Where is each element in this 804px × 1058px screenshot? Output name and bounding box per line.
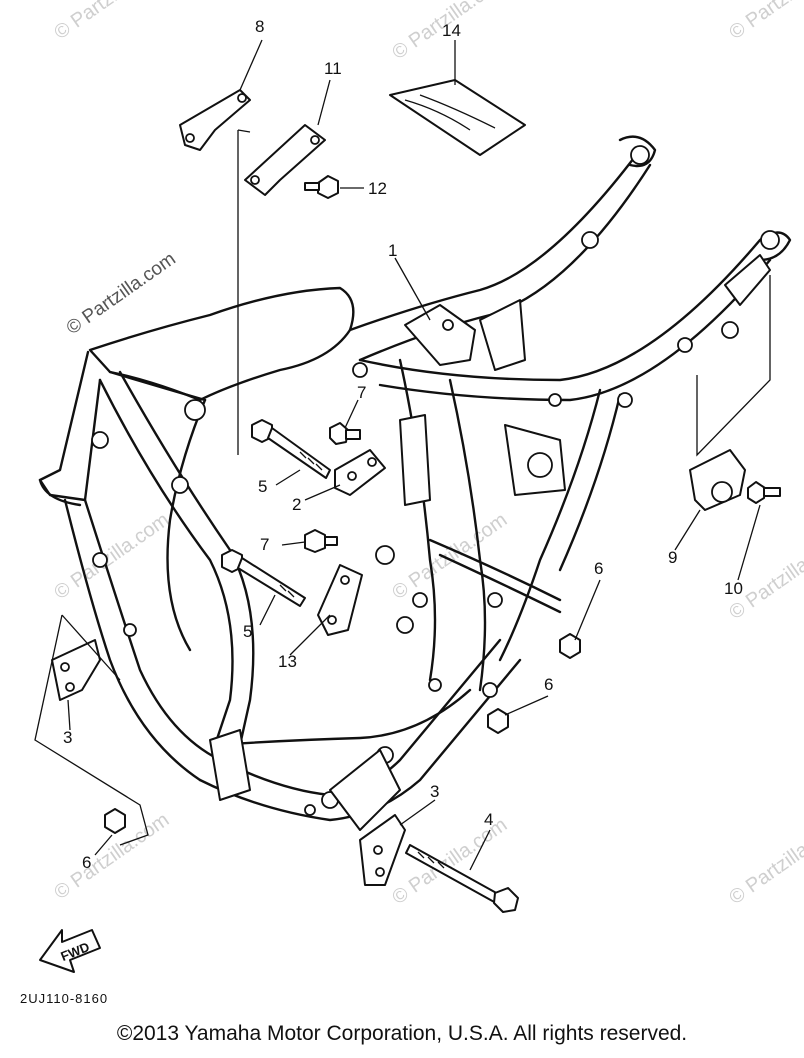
callout-5-lower: 5: [243, 622, 252, 641]
part-14-sheet: [389, 79, 526, 156]
watermark-1: © Partzilla.com: [50, 0, 173, 44]
callout-4: 4: [484, 810, 493, 829]
watermark-7: © Partzilla.com: [725, 529, 804, 624]
part-5-upper-bolt: [251, 419, 331, 479]
watermark-5: © Partzilla.com: [50, 509, 173, 604]
group-brackets: [34, 129, 771, 846]
callout-1: 1: [388, 241, 397, 260]
part-11-bracket: [244, 124, 326, 196]
callout-6-left: 6: [82, 853, 91, 872]
callout-10: 10: [724, 579, 743, 598]
main-frame: [38, 135, 792, 831]
part-12-bolt: [304, 175, 339, 199]
fwd-arrow: FWD: [39, 929, 101, 973]
callout-3-lower: 3: [430, 782, 439, 801]
watermark-4: © Partzilla.com: [63, 248, 180, 339]
watermark-6: © Partzilla.com: [388, 509, 511, 604]
callout-6-middle: 6: [544, 675, 553, 694]
callout-8: 8: [255, 17, 264, 36]
part-1-plate: [404, 304, 476, 366]
watermark-3: © Partzilla.com: [725, 0, 804, 44]
part-6-nut-right: [559, 633, 581, 659]
watermark-10: © Partzilla.com: [725, 814, 804, 909]
callout-14: 14: [442, 21, 461, 40]
part-10-bolt: [747, 481, 781, 504]
part-6-nut-middle: [487, 708, 509, 734]
part-7-lower-bolt: [304, 529, 338, 553]
part-6-nut-left: [104, 808, 126, 834]
copyright-notice: ©2013 Yamaha Motor Corporation, U.S.A. A…: [116, 1022, 688, 1045]
part-13-plate: [317, 564, 363, 636]
callout-3-left: 3: [63, 728, 72, 747]
callout-7-upper: 7: [357, 383, 366, 402]
part-7-upper-bolt: [329, 422, 361, 445]
callout-11: 11: [324, 59, 342, 78]
callout-5-upper: 5: [258, 477, 267, 496]
callouts: 8 11 14 12 1 7 5 2 7 6 9 10 5 13 6 3 3 4…: [63, 17, 743, 872]
part-2-plate: [334, 449, 386, 496]
callout-9: 9: [668, 548, 677, 567]
parts: [51, 79, 781, 913]
callout-6-right: 6: [594, 559, 603, 578]
callout-7-lower: 7: [260, 535, 269, 554]
part-4-long-bolt: [405, 844, 519, 913]
reference-code: 2UJ110-8160: [20, 991, 108, 1006]
callout-12: 12: [368, 179, 387, 198]
callout-13: 13: [278, 652, 297, 671]
callout-2: 2: [292, 495, 301, 514]
part-5-lower-bolt: [221, 549, 306, 607]
leader-lines: [67, 39, 761, 871]
